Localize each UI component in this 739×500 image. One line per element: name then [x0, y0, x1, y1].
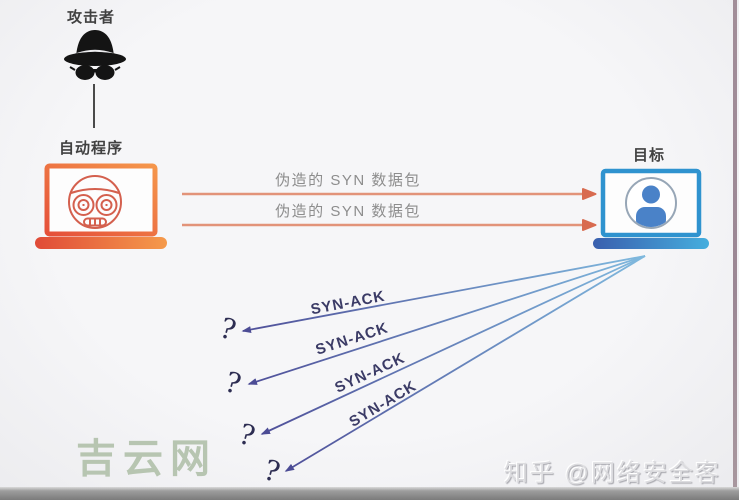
attacker-label: 攻击者 — [67, 9, 116, 26]
syn-arrow-1 — [182, 188, 597, 200]
bot-label: 自动程序 — [59, 140, 124, 157]
robot-face — [68, 175, 122, 229]
syn-ack-arrow-2 — [247, 255, 646, 385]
target-label: 目标 — [633, 147, 666, 164]
syn-ack-arrow-1 — [241, 255, 646, 333]
syn-arrow-2 — [182, 219, 597, 231]
syn-packet-label-2: 伪造的 SYN 数据包 — [275, 203, 421, 220]
syn-ack-label-1: SYN-ACK — [309, 287, 387, 319]
syn-ack-label-2: SYN-ACK — [313, 319, 391, 359]
syn-packet-label-1: 伪造的 SYN 数据包 — [275, 172, 421, 189]
question-mark-1: ? — [216, 311, 240, 347]
user-icon — [625, 177, 677, 229]
question-mark-4: ? — [260, 453, 284, 489]
user-laptop-icon — [593, 168, 709, 249]
question-mark-3: ? — [235, 417, 259, 453]
spy-hat-mask-icon — [64, 30, 126, 80]
credit-watermark: 知乎 @网络安全客 — [503, 460, 721, 487]
right-edge-strip — [733, 0, 737, 487]
question-mark-2: ? — [221, 365, 245, 401]
syn-ack-arrow-4 — [284, 255, 646, 472]
robot-face-laptop-icon — [35, 163, 167, 249]
bottom-gray-bar — [0, 487, 739, 500]
site-watermark: 吉云网 — [76, 437, 217, 481]
